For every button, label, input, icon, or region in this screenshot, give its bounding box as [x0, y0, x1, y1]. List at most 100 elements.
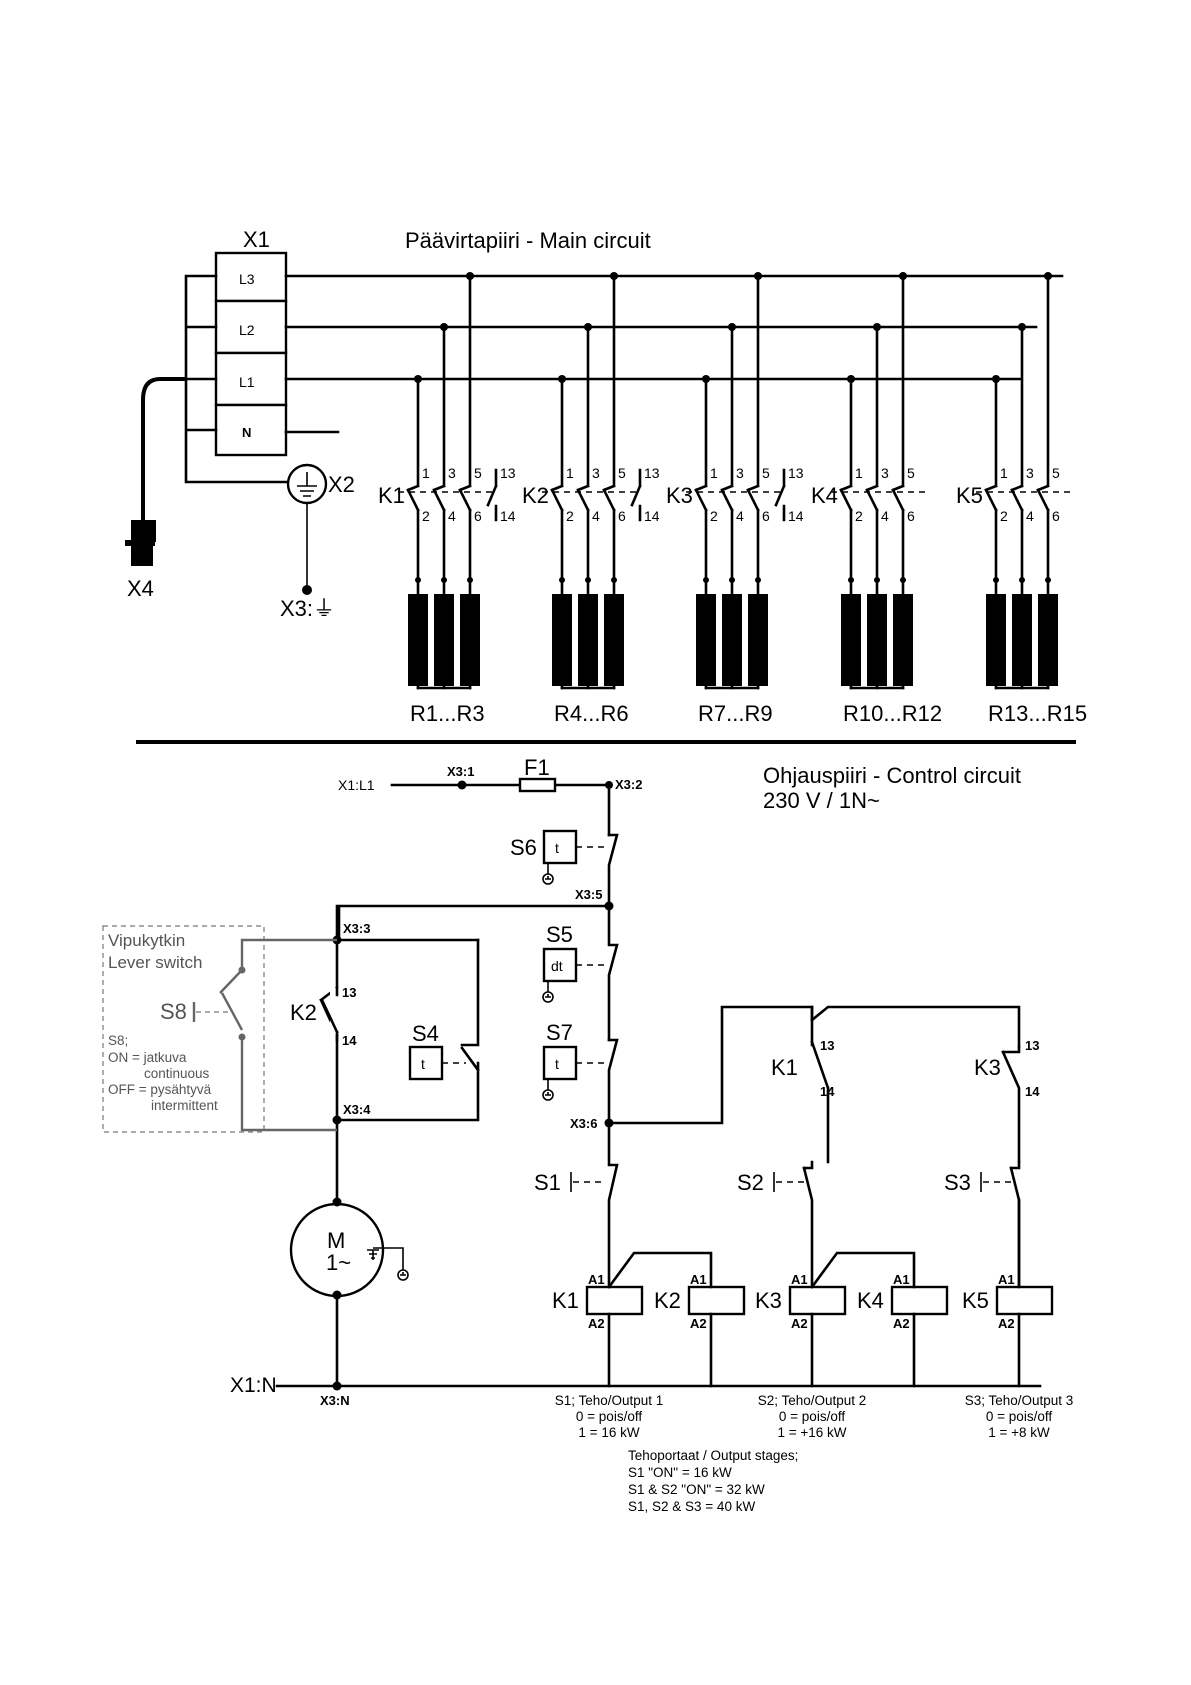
- point-x3-3: X3:3: [343, 921, 370, 936]
- motor-line1: M: [327, 1228, 345, 1253]
- thermostat-s4-symbol: t: [421, 1056, 425, 1072]
- resistor: [722, 594, 742, 686]
- stages-line-4: S1, S2 & S3 = 40 kW: [628, 1499, 755, 1514]
- switch-s3: S3: [944, 1160, 1021, 1292]
- point-x3-6: X3:6: [570, 1116, 597, 1131]
- aux-bottom-number: 14: [644, 508, 660, 524]
- plug-icon: [125, 520, 156, 566]
- resistor: [552, 594, 572, 686]
- plug-label: X4: [127, 576, 154, 601]
- thermostat-s7: [542, 1045, 578, 1081]
- resistor: [460, 594, 480, 686]
- lever-note-4: OFF = pysähtyvä: [108, 1082, 212, 1097]
- terminal-n: N: [242, 425, 251, 440]
- resistor-group-label: R7...R9: [698, 701, 773, 726]
- contact-top-number: 5: [762, 465, 770, 481]
- coil-label: K1: [552, 1288, 579, 1313]
- thermostat-s7-symbol: t: [555, 1056, 559, 1072]
- aux-top-number: 13: [788, 465, 804, 481]
- coil-label: K2: [654, 1288, 681, 1313]
- point-x3-5: X3:5: [575, 887, 602, 902]
- thermostat-s6-symbol: t: [555, 840, 559, 856]
- lever-note-5: intermittent: [151, 1098, 218, 1113]
- k3-aux-label: K3: [974, 1055, 1001, 1080]
- output-line3: 1 = +16 kW: [777, 1425, 846, 1440]
- earth-terminal-label: X2: [328, 472, 355, 497]
- switch-label: S1: [534, 1170, 561, 1195]
- contactor-groups: 1234561314K1R1...R31234561314K2R4...R612…: [378, 272, 1087, 726]
- contact-top-number: 3: [448, 465, 456, 481]
- lever-note-3: continuous: [144, 1066, 210, 1081]
- stages-line-2: S1 "ON" = 16 kW: [628, 1465, 732, 1480]
- contactor-label: K2: [522, 483, 549, 508]
- resistor: [1038, 594, 1058, 686]
- lever-switch-label: S8: [160, 999, 187, 1024]
- output-line3: 1 = +8 kW: [988, 1425, 1050, 1440]
- resistor: [696, 594, 716, 686]
- lever-note-2: ON = jatkuva: [108, 1050, 187, 1065]
- point-x3-1: X3:1: [447, 764, 474, 779]
- contact-top-number: 5: [907, 465, 915, 481]
- terminal-block-label: X1: [243, 227, 270, 252]
- k2-hold-label: K2: [290, 1000, 317, 1025]
- terminal-l2: L2: [239, 322, 255, 338]
- output-line1: S3; Teho/Output 3: [965, 1393, 1074, 1408]
- lever-switch-title-en: Lever switch: [108, 953, 202, 972]
- contact-top-number: 1: [1000, 465, 1008, 481]
- contact-bottom-number: 4: [736, 508, 744, 524]
- coil-a2: A2: [791, 1316, 808, 1331]
- resistor-group-label: R10...R12: [843, 701, 942, 726]
- contact-top-number: 5: [474, 465, 482, 481]
- output-line2: 0 = pois/off: [779, 1409, 845, 1424]
- switch-s1: S1: [534, 1170, 603, 1195]
- contact-bottom-number: 2: [566, 508, 574, 524]
- resistor: [867, 594, 887, 686]
- terminal-l3: L3: [239, 271, 255, 287]
- stages-line-1: Tehoportaat / Output stages;: [628, 1448, 798, 1463]
- resistor: [986, 594, 1006, 686]
- resistor-group-label: R13...R15: [988, 701, 1087, 726]
- earth-point-label: X3:⏚: [280, 596, 335, 621]
- contact-top-number: 3: [736, 465, 744, 481]
- contact-top-number: 1: [855, 465, 863, 481]
- resistor: [1012, 594, 1032, 686]
- contactor-label: K3: [666, 483, 693, 508]
- contact-top-number: 5: [618, 465, 626, 481]
- thermostat-s4: [408, 1045, 444, 1081]
- thermostat-s6: [542, 829, 578, 865]
- contact-top-number: 1: [566, 465, 574, 481]
- earth-terminal-icon: [286, 463, 328, 505]
- thermostat-s5-symbol: dt: [551, 958, 563, 974]
- lever-switch-title-fi: Vipukytkin: [108, 931, 185, 950]
- coil-a2: A2: [690, 1316, 707, 1331]
- contact-top-number: 3: [881, 465, 889, 481]
- resistor: [408, 594, 428, 686]
- contact-top-number: 1: [710, 465, 718, 481]
- switch-s2: S2: [737, 1160, 814, 1292]
- contact-bottom-number: 2: [422, 508, 430, 524]
- thermostat-s6-label: S6: [510, 835, 537, 860]
- contact-bottom-number: 4: [592, 508, 600, 524]
- resistor: [748, 594, 768, 686]
- contactor-label: K5: [956, 483, 983, 508]
- coil-a2: A2: [588, 1316, 605, 1331]
- stages-line-3: S1 & S2 "ON" = 32 kW: [628, 1482, 765, 1497]
- fuse-f1: [518, 777, 557, 793]
- output-line2: 0 = pois/off: [576, 1409, 642, 1424]
- point-x3-n: X3:N: [320, 1393, 350, 1408]
- k3-aux-bottom: 14: [1025, 1084, 1040, 1099]
- coil-label: K5: [962, 1288, 989, 1313]
- control-circuit-title: Ohjauspiiri - Control circuit: [763, 763, 1021, 788]
- output-line2: 0 = pois/off: [986, 1409, 1052, 1424]
- contact-top-number: 1: [422, 465, 430, 481]
- lever-note-1: S8;: [108, 1033, 128, 1048]
- coil-a1: A1: [588, 1272, 605, 1287]
- coil-a2: A2: [893, 1316, 910, 1331]
- contact-top-number: 5: [1052, 465, 1060, 481]
